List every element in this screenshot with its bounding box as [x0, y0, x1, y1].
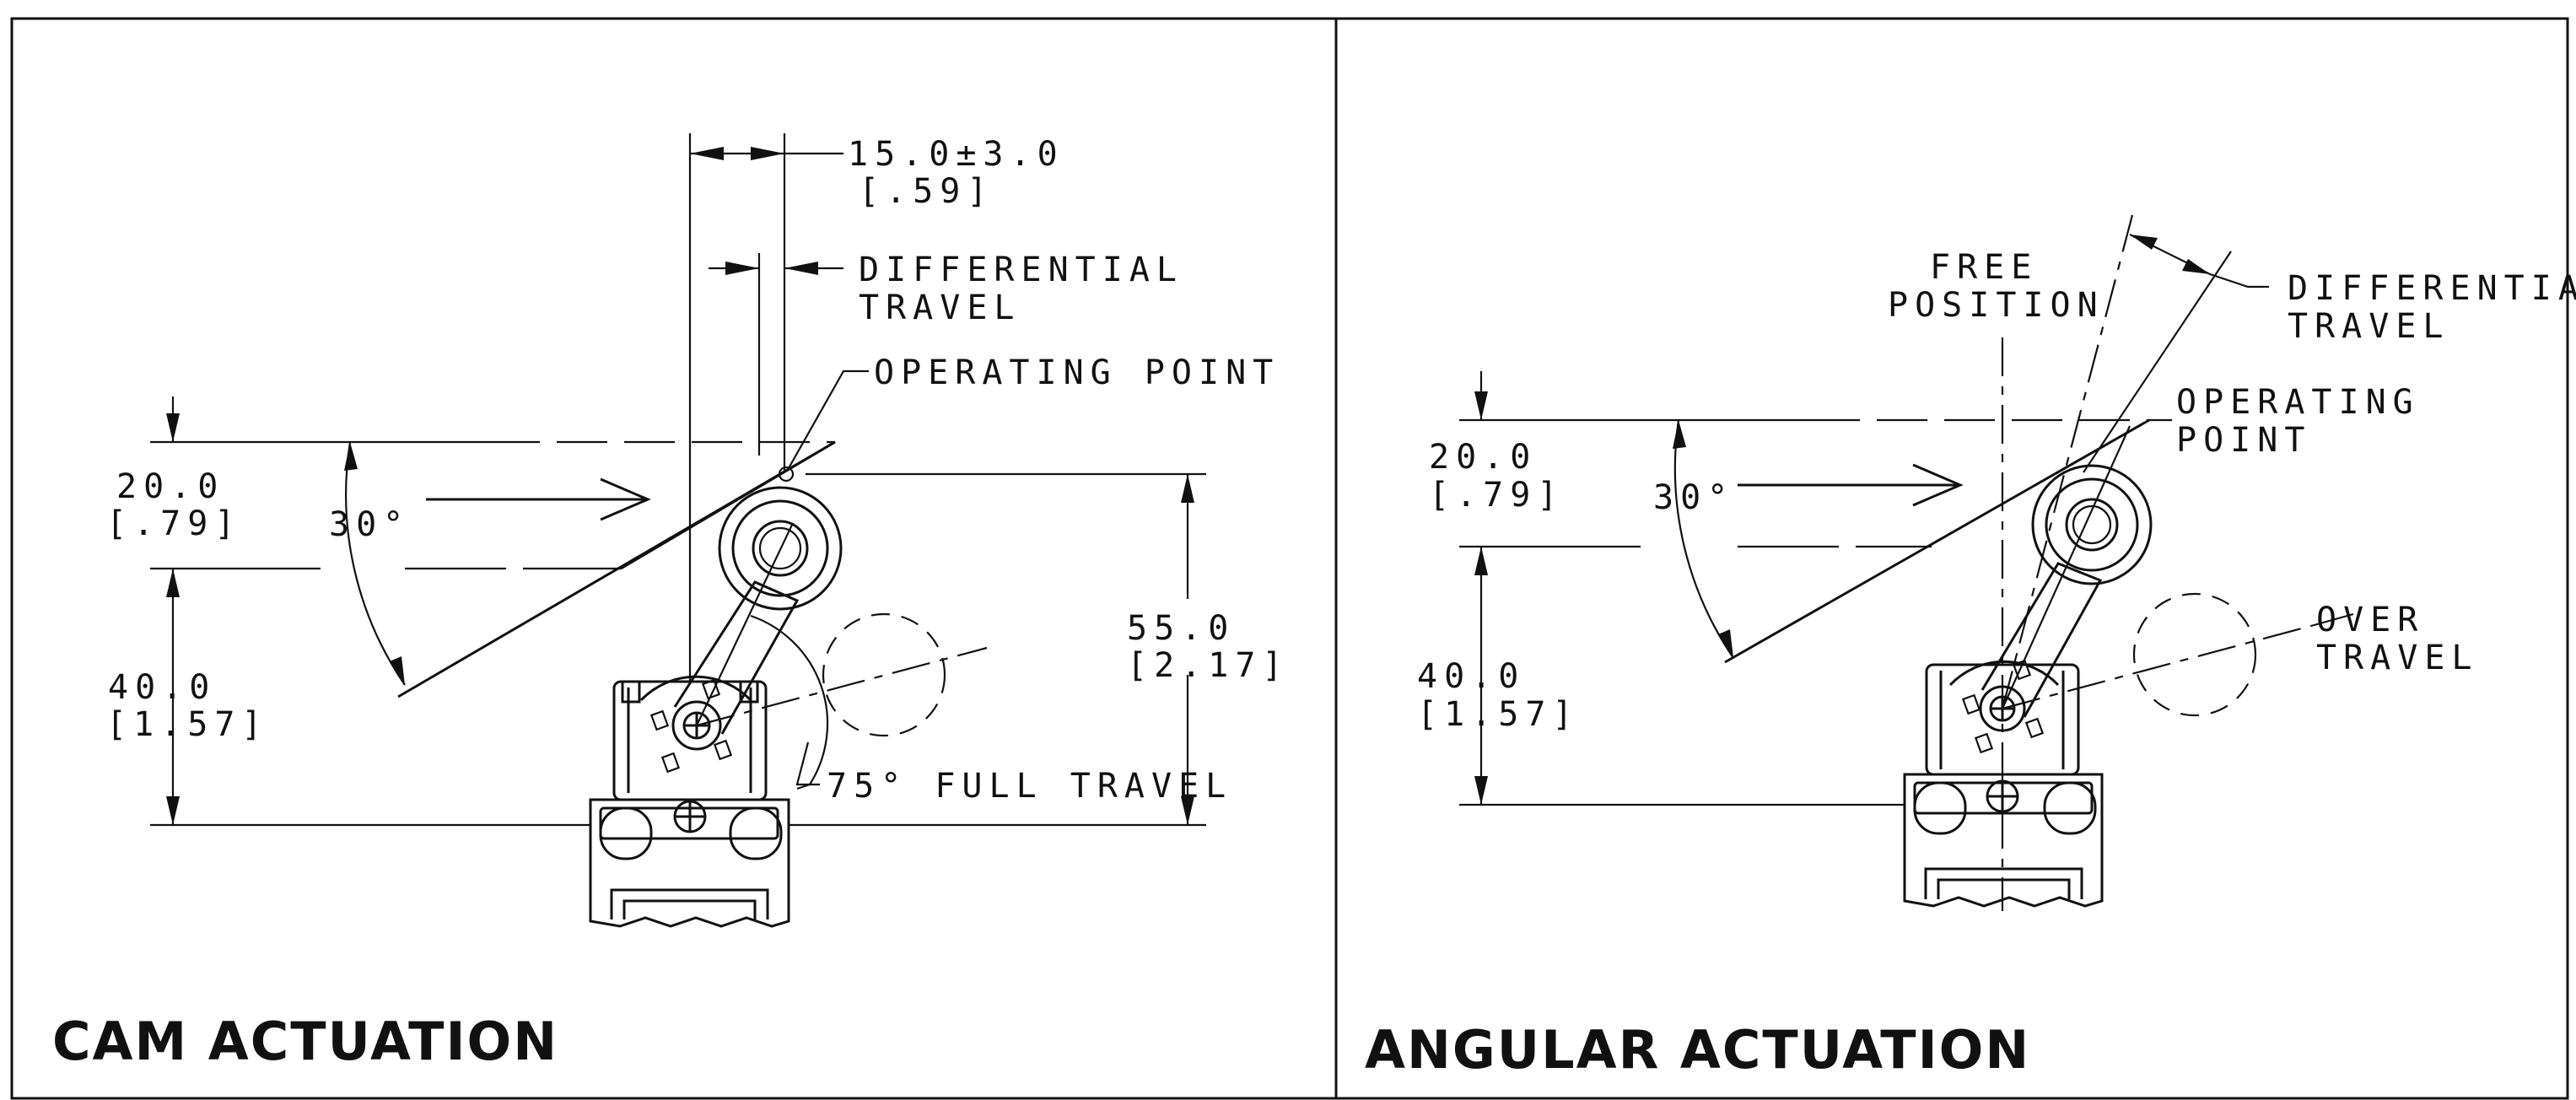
roller-outer-right — [2031, 464, 2153, 585]
lever-arm — [673, 466, 843, 735]
over-travel-centerline — [2002, 624, 2312, 710]
differential-label-line1: DIFFERENTIAL — [859, 251, 1183, 289]
dim-15-inch: [.59] — [859, 172, 994, 211]
dim-40-value: 40.0 — [108, 668, 216, 707]
full-travel-arc — [750, 614, 829, 785]
dim-20-value-right: 20.0 — [1429, 438, 1537, 477]
pivot-hub — [639, 675, 752, 774]
lever-arm-right — [1981, 425, 2153, 718]
over-travel-line1: OVER — [2316, 601, 2424, 639]
roller-hub-right — [2065, 498, 2119, 552]
cam-direction-arrow — [426, 477, 651, 521]
angle-30-label: 30° — [329, 505, 410, 544]
differential-label-right-line2: TRAVEL — [2288, 307, 2450, 346]
angular-direction-arrow — [1738, 463, 1964, 507]
switch-head — [612, 680, 768, 801]
dim-20-inch-right: [.79] — [1429, 476, 1564, 515]
differential-label-line2: TRAVEL — [859, 288, 1021, 327]
roller-outer — [718, 486, 843, 611]
angular-actuation-title: ANGULAR ACTUATION — [1365, 1019, 2030, 1081]
dim-40-value-right: 40.0 — [1417, 657, 1525, 696]
roller-tire-right — [2045, 477, 2139, 572]
free-position-line2: POSITION — [1888, 286, 2104, 325]
panel-frames — [10, 17, 2569, 1100]
differential-label-right-line1: DIFFERENTIAL — [2288, 269, 2576, 308]
dim-55-value: 55.0 — [1127, 609, 1235, 648]
dim-15-value: 15.0±3.0 — [848, 135, 1064, 174]
angular-actuation-line — [1724, 418, 2150, 664]
angle-arc-30-right — [1673, 419, 1734, 659]
operating-centerline — [2001, 214, 2134, 709]
dim-20-value: 20.0 — [116, 467, 224, 506]
outer-border — [10, 17, 2569, 1100]
full-travel-label: 75° FULL TRAVEL — [827, 767, 1232, 806]
operating-point-label: OPERATING POINT — [874, 353, 1280, 392]
full-travel-centerline — [696, 646, 988, 727]
dim-40-inch-right: [1.57] — [1417, 695, 1580, 734]
roller-tire — [731, 499, 829, 597]
operating-point-right-line1: OPERATING — [2176, 383, 2420, 422]
over-travel-line2: TRAVEL — [2316, 639, 2479, 677]
cam-actuation-title: CAM ACTUATION — [52, 1011, 558, 1072]
dim-40-inch: [1.57] — [106, 705, 269, 744]
angle-arc-30 — [345, 441, 406, 686]
dim-55-inch: [2.17] — [1127, 646, 1290, 685]
dim-20-inch: [.79] — [106, 504, 241, 543]
over-travel-roller-ghost — [2132, 592, 2257, 717]
roller-hub — [752, 520, 809, 577]
free-position-line1: FREE — [1930, 248, 2038, 287]
full-travel-roller-ghost — [822, 612, 946, 737]
operating-point-right-line2: POINT — [2176, 421, 2311, 460]
angular-actuation-panel: FREE POSITION DIFFERENTIAL TRAVEL OPERAT… — [1365, 214, 2576, 1081]
cam-actuation-panel: 15.0±3.0 [.59] DIFFERENTIAL TRAVEL OPERA… — [52, 133, 1290, 1072]
angle-30-label-right: 30° — [1653, 478, 1734, 517]
switch-housing — [589, 680, 790, 928]
